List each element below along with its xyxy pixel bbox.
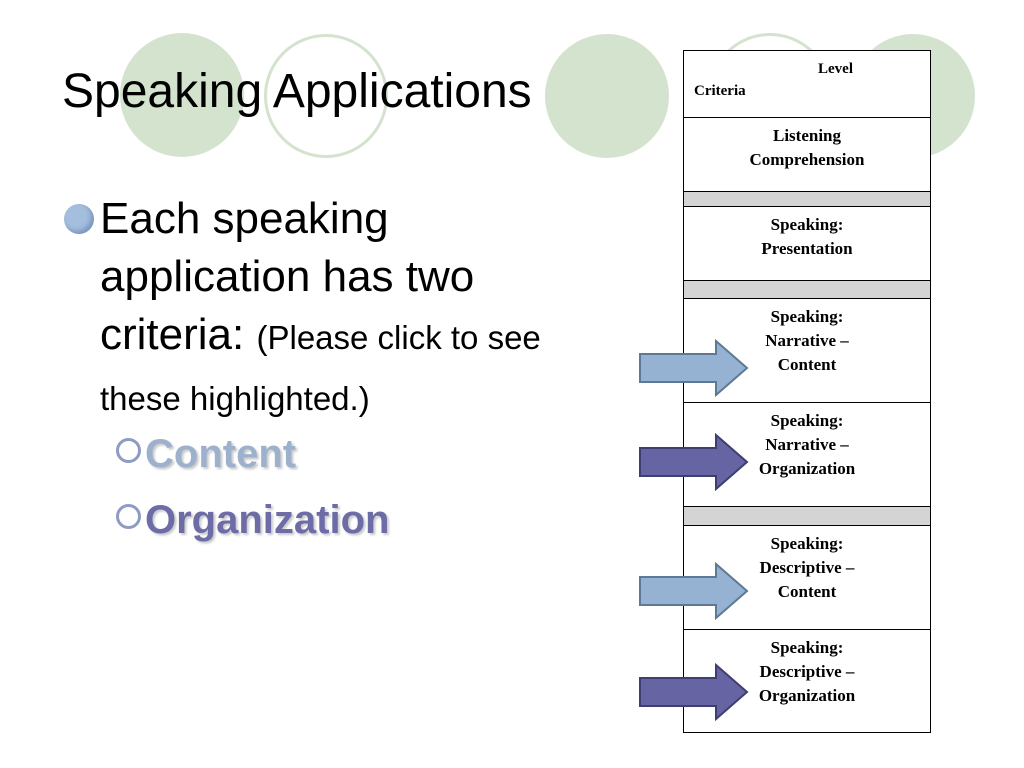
- rubric-header-cell: Level Criteria: [684, 51, 930, 118]
- row-line: Comprehension: [749, 150, 865, 169]
- right-arrow-organization-icon: [639, 663, 749, 721]
- row-line: Speaking:: [770, 534, 844, 553]
- ring-bullet-icon: [116, 504, 141, 529]
- main-bullet-text: Each speaking application has two criter…: [100, 190, 584, 428]
- decor-circle-1: [120, 33, 244, 157]
- level-header: Level: [818, 61, 853, 77]
- row-line: Content: [777, 582, 837, 601]
- row-line: Narrative –: [765, 435, 849, 454]
- decor-ring-1: [264, 34, 388, 158]
- row-line: Speaking:: [770, 307, 844, 326]
- click-instruction-note: (Please click to see these highlighted.): [100, 319, 541, 417]
- right-arrow-content-icon: [639, 562, 749, 620]
- rubric-separator: [684, 281, 930, 299]
- row-line: Descriptive –: [759, 558, 855, 577]
- filled-circle-bullet-icon: [64, 204, 94, 234]
- criteria-header: Criteria: [694, 83, 746, 99]
- row-line: Narrative –: [765, 331, 849, 350]
- sub-bullet-label: Content: [145, 432, 297, 476]
- row-line: Speaking:: [770, 215, 844, 234]
- row-line: Speaking:: [770, 638, 844, 657]
- row-line: Presentation: [761, 239, 853, 258]
- row-line: Descriptive –: [759, 662, 855, 681]
- main-bullet-statement: Each speaking application has two criter…: [100, 194, 475, 359]
- row-line: Listening: [772, 126, 842, 145]
- row-line: Speaking:: [770, 411, 844, 430]
- ring-bullet-icon: [116, 438, 141, 463]
- slide-title: Speaking Applications: [62, 65, 532, 118]
- sub-bullet-label: Organization: [145, 498, 390, 542]
- rubric-separator: [684, 507, 930, 526]
- main-bullet: Each speaking application has two criter…: [64, 190, 584, 428]
- right-arrow-organization-icon: [639, 433, 749, 491]
- row-line: Organization: [758, 686, 856, 705]
- rubric-table: Level Criteria Listening Comprehension S…: [683, 50, 931, 733]
- row-line: Organization: [758, 459, 856, 478]
- decor-circle-2: [545, 34, 669, 158]
- sub-bullet-organization[interactable]: Organization: [116, 498, 389, 543]
- rubric-separator: [684, 192, 930, 207]
- right-arrow-content-icon: [639, 339, 749, 397]
- row-line: Content: [777, 355, 837, 374]
- rubric-row-listening-comprehension: Listening Comprehension: [684, 118, 930, 192]
- rubric-row-speaking-presentation: Speaking: Presentation: [684, 207, 930, 281]
- sub-bullet-content[interactable]: Content: [116, 432, 296, 477]
